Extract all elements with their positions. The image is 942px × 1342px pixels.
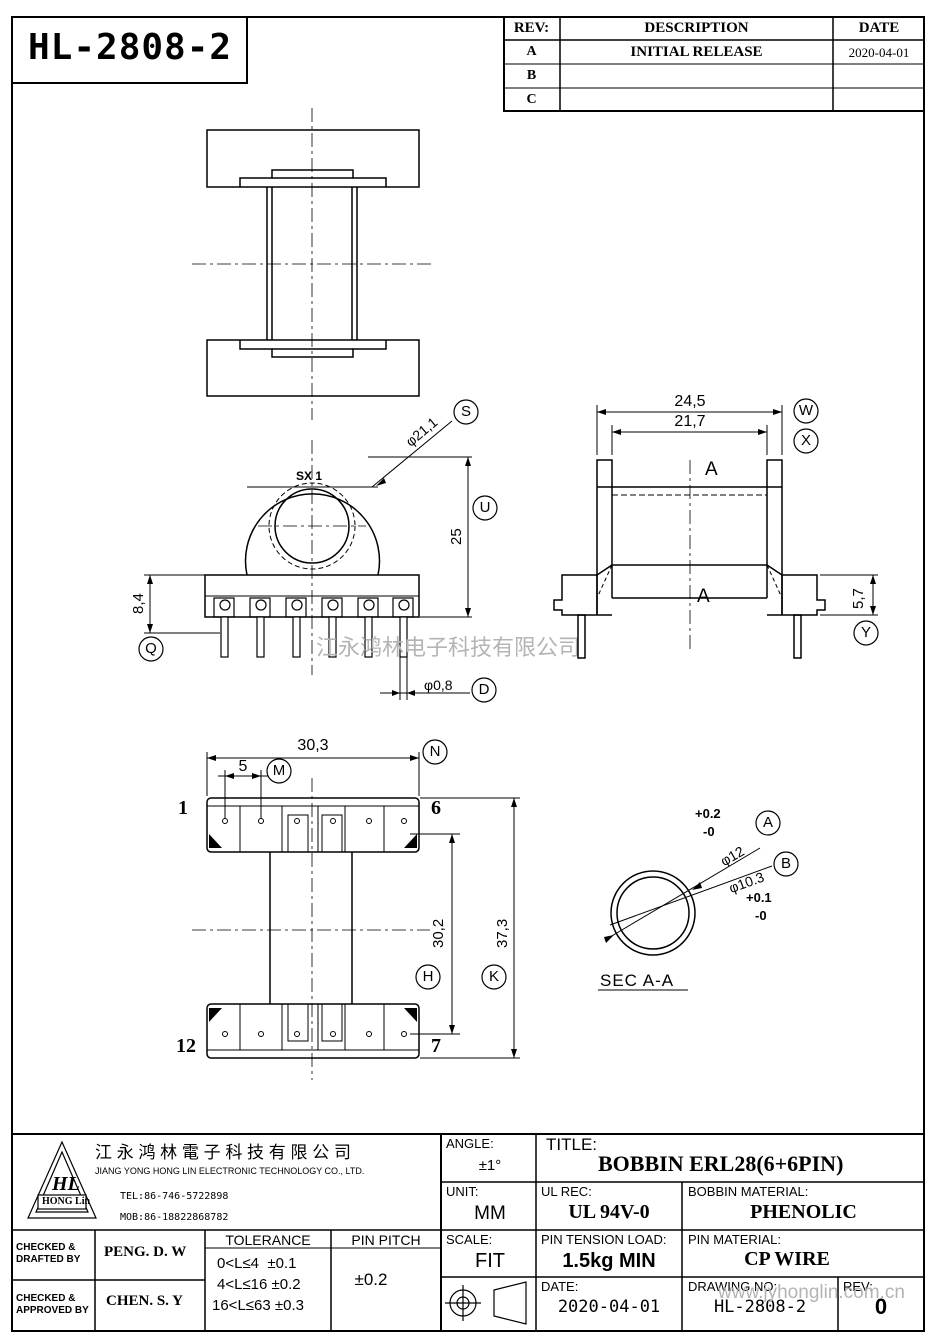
rev-row-a-description: INITIAL RELEASE [630,44,763,60]
side-outer-bubble: W [798,402,814,419]
drawing-no-label: DRAWING NO: [688,1279,778,1294]
side-outer-dim: 24,5 [674,393,706,410]
checked-drafted-name: PENG. D. W [104,1244,187,1260]
section-inner-tol-plus: +0.1 [746,890,772,905]
description-header: DESCRIPTION [644,20,749,36]
angle-label: ANGLE: [446,1136,494,1151]
bottom-pitch-bubble: M [272,762,286,779]
rev-row-c: C [526,92,537,107]
pin-7-label: 7 [431,1035,441,1057]
bottom-width-bubble: N [429,743,441,760]
drawing-no-value: HL-2808-2 [713,1297,807,1317]
projection-symbol-icon [445,1281,527,1325]
angle-value: ±1° [478,1157,502,1174]
part-number-box [11,16,248,84]
company-name-en: JIANG YONG HONG LIN ELECTRONIC TECHNOLOG… [95,1166,365,1176]
unit-label: UNIT: [446,1184,479,1199]
front-height-bubble: U [479,499,491,516]
pin-tension-label: PIN TENSION LOAD: [541,1232,667,1247]
company-name-cn: 江 永 鸿 林 電 子 科 技 有 限 公 司 [95,1143,351,1162]
revision-table: REV: DESCRIPTION DATE A INITIAL RELEASE … [503,16,925,112]
section-outer-tol-plus: +0.2 [695,806,721,821]
pin-material-value: CP WIRE [744,1248,830,1270]
date-header: DATE [858,20,900,36]
date-label: DATE: [541,1279,579,1294]
company-tel: TEL:86-746-5722898 [120,1191,229,1202]
section-outer-tol-minus: -0 [703,824,715,839]
date-value: 2020-04-01 [557,1297,661,1317]
company-logo [27,1140,97,1219]
pin-6-label: 6 [431,797,441,819]
front-pin-dim: φ0,8 [424,677,453,693]
bobbin-material-label: BOBBIN MATERIAL: [688,1184,809,1199]
rev-row-a-date: 2020-04-01 [848,45,910,60]
section-outer-bubble: A [762,814,773,831]
checked-drafted-label: CHECKED & DRAFTED BY [16,1242,81,1265]
bottom-width-dim: 30,3 [297,737,329,754]
side-inner-bubble: X [800,432,811,449]
ul-rec-label: UL REC: [541,1184,592,1199]
scale-label: SCALE: [446,1232,493,1247]
pin-pitch-label: PIN PITCH [351,1232,421,1248]
front-pin-bubble: D [478,681,490,698]
tolerance-row-1: 0<L≤4 ±0.1 [217,1255,297,1272]
logo-subtext: HONG Lin [42,1196,91,1207]
side-height-bubble: Y [860,624,871,641]
bottom-row-bubble: H [422,968,434,985]
front-marking: SX 1 [296,469,323,483]
bottom-pitch-dim: 5 [238,758,248,775]
pin-pitch-value: ±0.2 [354,1270,388,1289]
side-inner-dim: 21,7 [674,413,706,430]
company-mob: MOB:86-18822868782 [120,1212,229,1223]
website-watermark: www.jyhonglin.com.cn [718,1282,905,1303]
front-diameter-bubble: S [460,403,471,420]
checked-approved-label: CHECKED & APPROVED BY [16,1293,89,1316]
part-number: HL-2808-2 [28,27,233,68]
rev-row-a: A [526,44,537,59]
section-label: SEC A-A [600,971,675,990]
revision-table-grid [503,16,925,112]
rev-header: REV: [513,20,550,36]
company-watermark: 江永鸿林电子科技有限公司 [316,635,581,660]
side-section-top: A [705,459,718,480]
rev-value: 0 [874,1294,888,1319]
ul-rec-value: UL 94V-0 [568,1201,650,1223]
scale-value: FIT [475,1250,505,1272]
rev-row-b: B [526,68,537,83]
pin-material-label: PIN MATERIAL: [688,1232,781,1247]
pin-12-label: 12 [176,1035,196,1057]
rev-label: REV: [843,1279,873,1294]
tolerance-label: TOLERANCE [225,1232,311,1248]
bottom-length-bubble: K [488,968,499,985]
drawing-frame [11,16,925,1332]
logo-text: HL [52,1173,80,1195]
bobbin-material-value: PHENOLIC [750,1201,857,1223]
tolerance-row-3: 16<L≤63 ±0.3 [212,1297,304,1314]
title-label: TITLE: [546,1135,598,1154]
side-section-bottom: A [697,586,710,607]
front-base-bubble: Q [145,640,157,657]
pin-tension-value: 1.5kg MIN [562,1250,656,1272]
pin-1-label: 1 [178,797,188,819]
tolerance-row-2: 4<L≤16 ±0.2 [217,1276,301,1293]
section-inner-tol-minus: -0 [755,908,767,923]
unit-value: MM [474,1203,506,1224]
section-inner-bubble: B [780,855,791,872]
title-value: BOBBIN ERL28(6+6PIN) [598,1151,844,1176]
checked-approved-name: CHEN. S. Y [106,1293,183,1309]
